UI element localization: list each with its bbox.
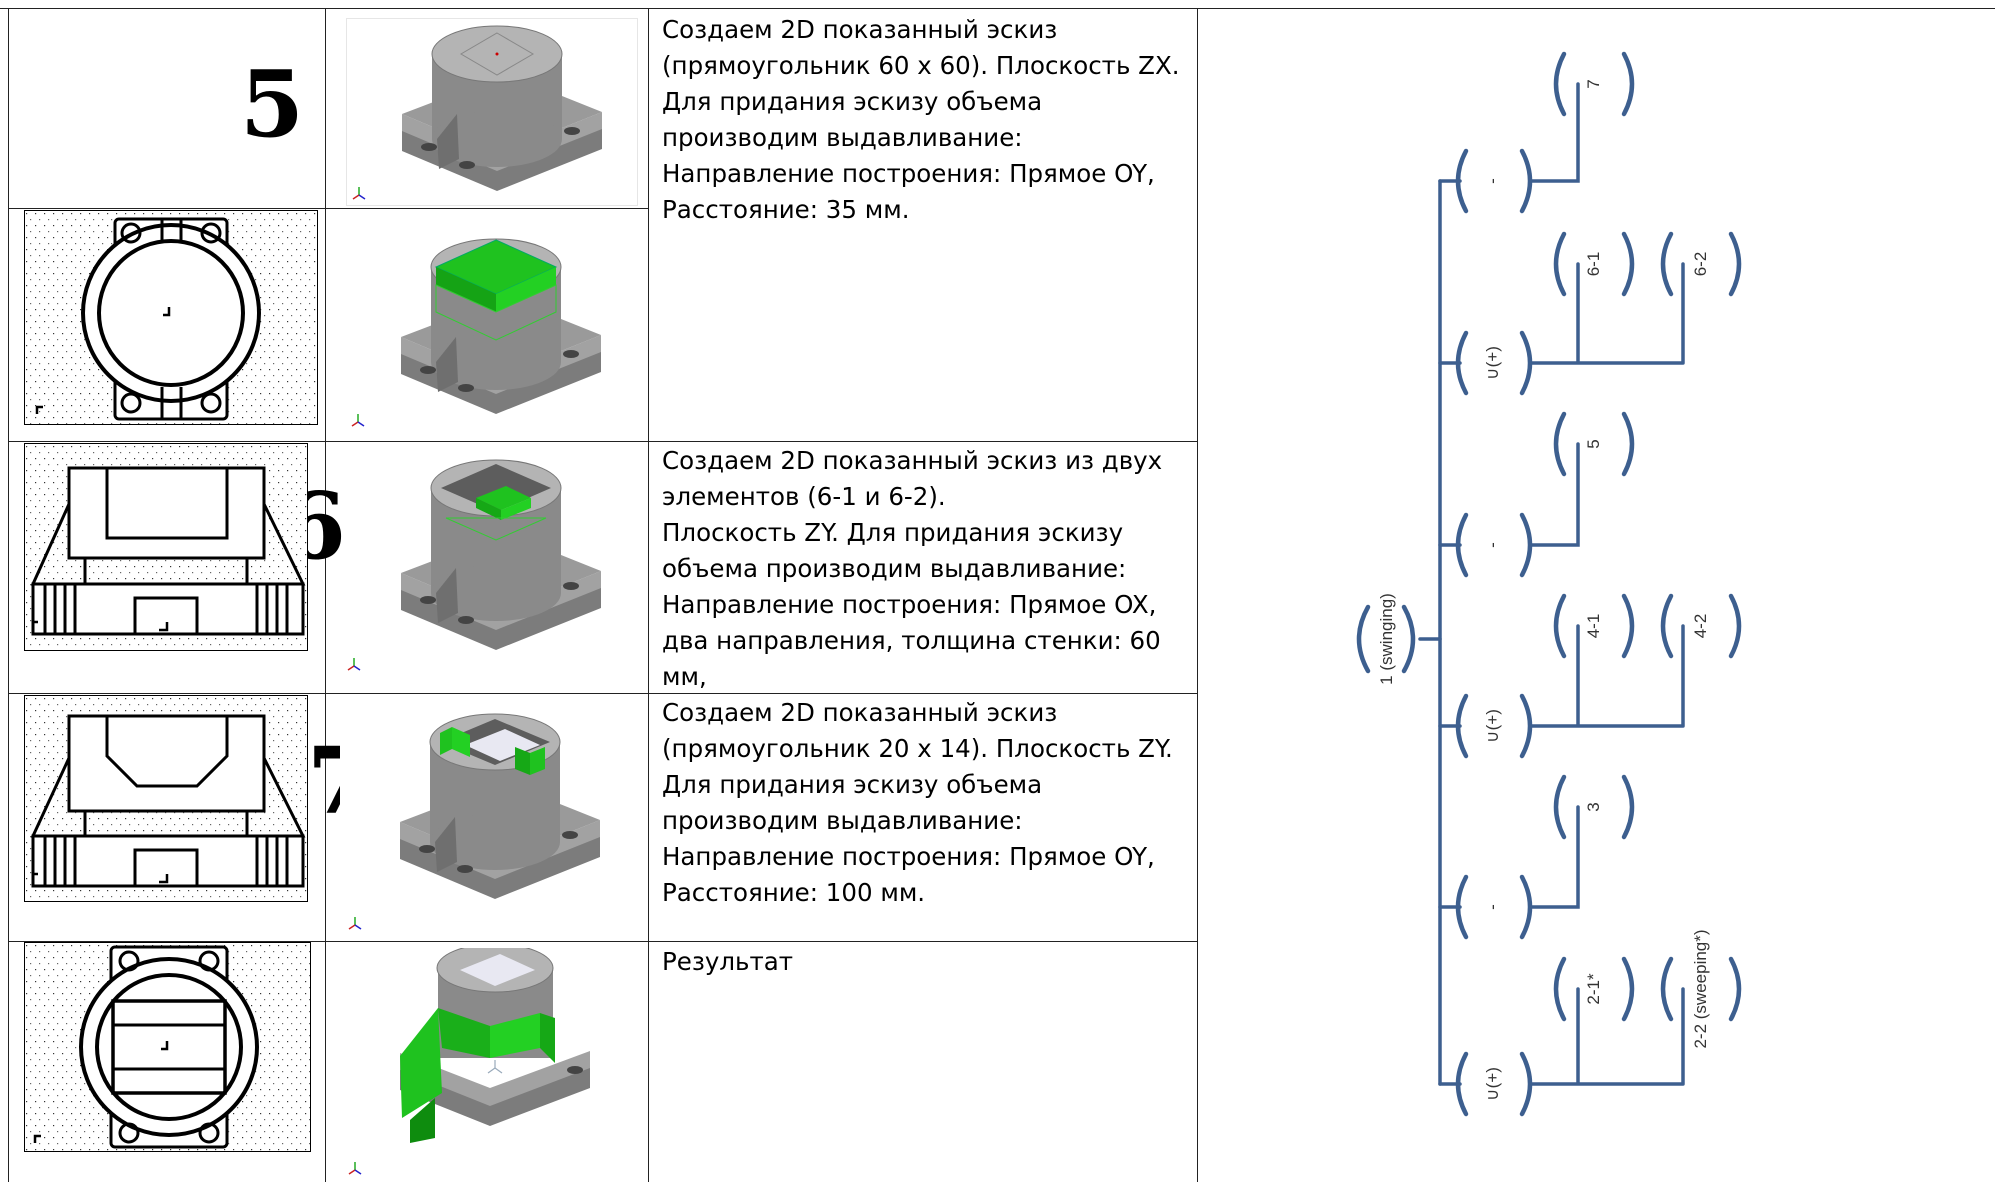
render-step5-sketch [346,18,638,206]
render-result [340,943,636,1178]
tree-node-7: 7 [1584,79,1603,88]
row-description-5: Создаем 2D показанный эскиз (прямоугольн… [662,15,1180,224]
tree-node-2-1: 2-1* [1584,973,1603,1005]
tree-node-2-2: 2-2 (sweeping*) [1691,929,1710,1048]
tree-node-minus-2: - [1483,542,1502,548]
tree-node-union-1: ∪(+) [1483,346,1502,380]
sketch-top-view [24,210,318,425]
row-description-result: Результат [662,947,794,976]
tree-node-union-2: ∪(+) [1483,709,1502,743]
tree-node-3: 3 [1584,802,1603,811]
tree-node-6-1: 6-1 [1584,252,1603,277]
row-description-7: Создаем 2D показанный эскиз (прямоугольн… [662,698,1173,907]
render-step6 [346,448,636,674]
tree-node-minus-1: - [1483,178,1502,184]
tree-node-minus-3: - [1483,904,1502,910]
sketch-front-view-7 [24,695,308,902]
tree-node-5: 5 [1584,439,1603,448]
sketch-top-view-result [24,942,311,1152]
tree-node-union-3: ∪(+) [1483,1067,1502,1101]
render-step5-extrusion [346,212,636,434]
tree-node-6-2: 6-2 [1691,252,1710,277]
tree-node-4-1: 4-1 [1584,614,1603,639]
tree-node-4-2: 4-2 [1691,614,1710,639]
step-number-5: 5 [240,50,305,158]
row-description-6: Создаем 2D показанный эскиз из двух элем… [662,446,1163,691]
sketch-front-view-6 [24,443,308,651]
tree-root-label: 1 (swinging) [1377,593,1396,685]
render-step7 [340,697,636,935]
csg-tree-diagram: 1 (swinging) 7 - 6-1 6-2 ∪(+) 5 - 4-1 4-… [1356,51,1742,1117]
